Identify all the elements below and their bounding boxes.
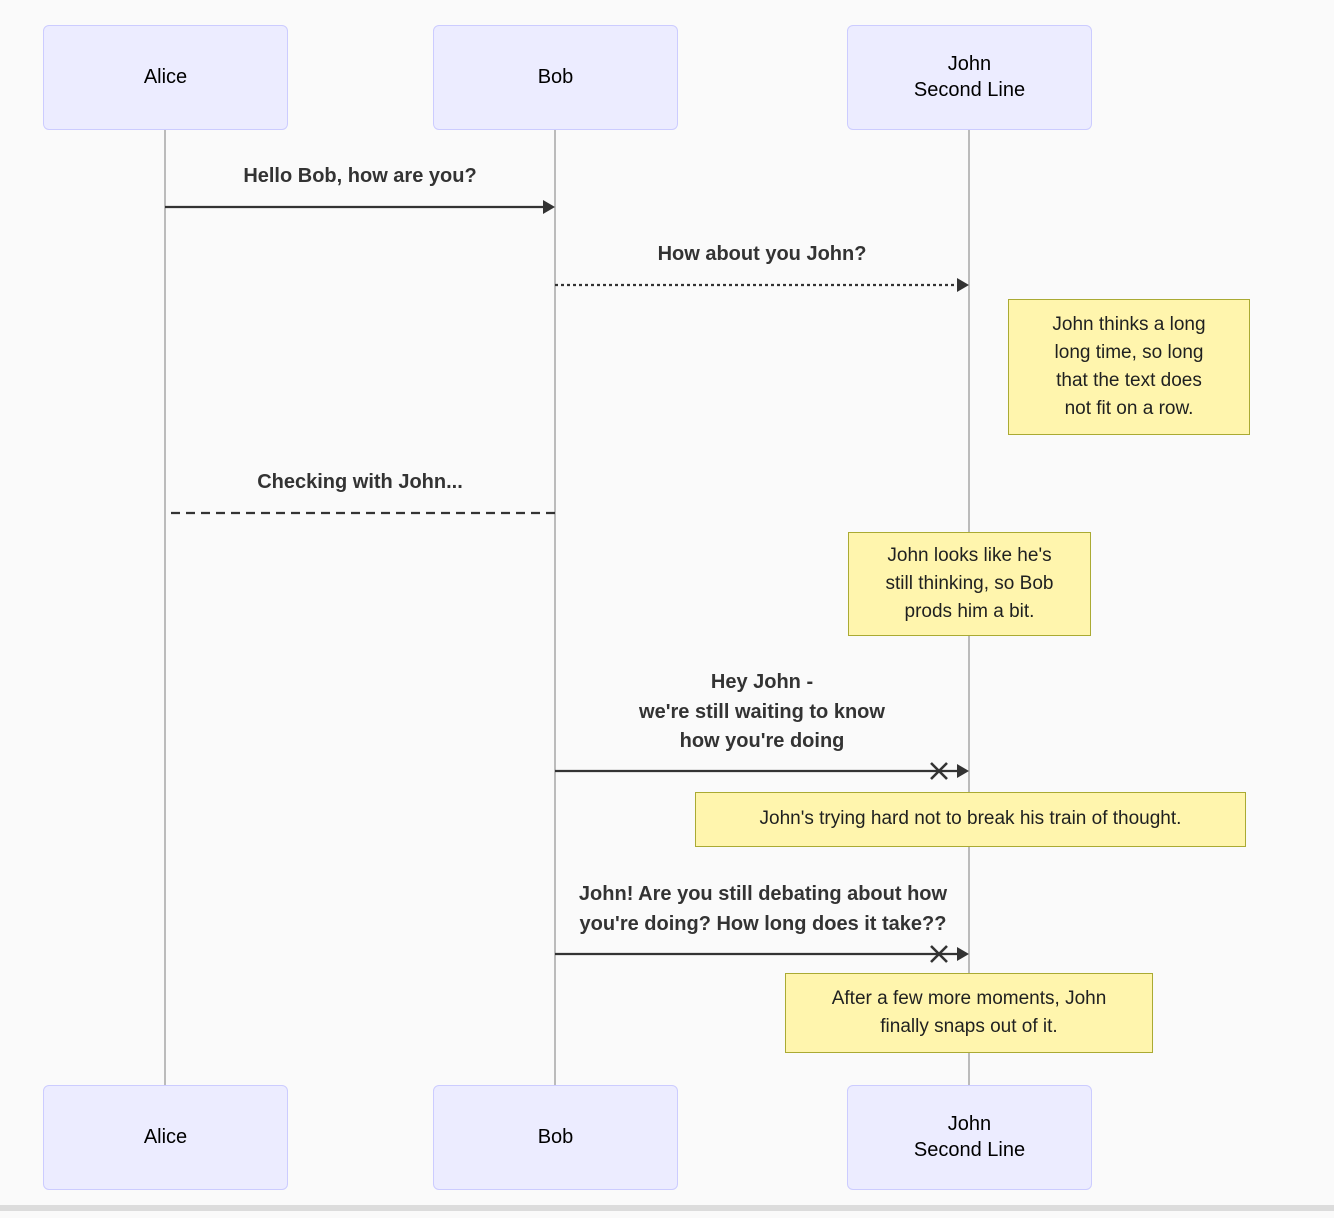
arrowhead-m5 — [957, 947, 969, 961]
actor-label-john: John Second Line — [913, 1112, 1026, 1161]
arrowhead-m1 — [543, 200, 555, 214]
actor-box-john-top[interactable]: John Second Line — [847, 25, 1092, 130]
actor-label-john: John Second Line — [913, 52, 1026, 101]
actor-box-alice-top[interactable]: Alice — [43, 25, 288, 130]
arrowhead-m4 — [957, 764, 969, 778]
page-bottom-divider — [0, 1205, 1334, 1211]
message-lines-group — [165, 200, 969, 963]
actor-label-bob: Bob — [537, 65, 574, 88]
actor-label-bob: Bob — [537, 1125, 574, 1148]
actor-label-alice: Alice — [143, 1125, 188, 1148]
note-text-n4: After a few more moments, John finally s… — [831, 987, 1107, 1037]
note-n1[interactable]: John thinks a long long time, so long th… — [1008, 299, 1250, 435]
actor-box-bob-top[interactable]: Bob — [433, 25, 678, 130]
note-n4[interactable]: After a few more moments, John finally s… — [785, 973, 1153, 1053]
actor-box-bob-bottom[interactable]: Bob — [433, 1085, 678, 1190]
note-n3[interactable]: John's trying hard not to break his trai… — [695, 792, 1246, 847]
note-text-n3: John's trying hard not to break his trai… — [759, 808, 1182, 830]
actor-label-alice: Alice — [143, 65, 188, 88]
cross-marker-m5 — [930, 945, 948, 963]
actor-box-john-bottom[interactable]: John Second Line — [847, 1085, 1092, 1190]
arrowhead-m2 — [957, 278, 969, 292]
note-n2[interactable]: John looks like he's still thinking, so … — [848, 532, 1091, 636]
actor-box-alice-bottom[interactable]: Alice — [43, 1085, 288, 1190]
note-text-n2: John looks like he's still thinking, so … — [885, 544, 1054, 623]
note-text-n1: John thinks a long long time, so long th… — [1052, 313, 1206, 420]
cross-marker-m4 — [930, 762, 948, 780]
